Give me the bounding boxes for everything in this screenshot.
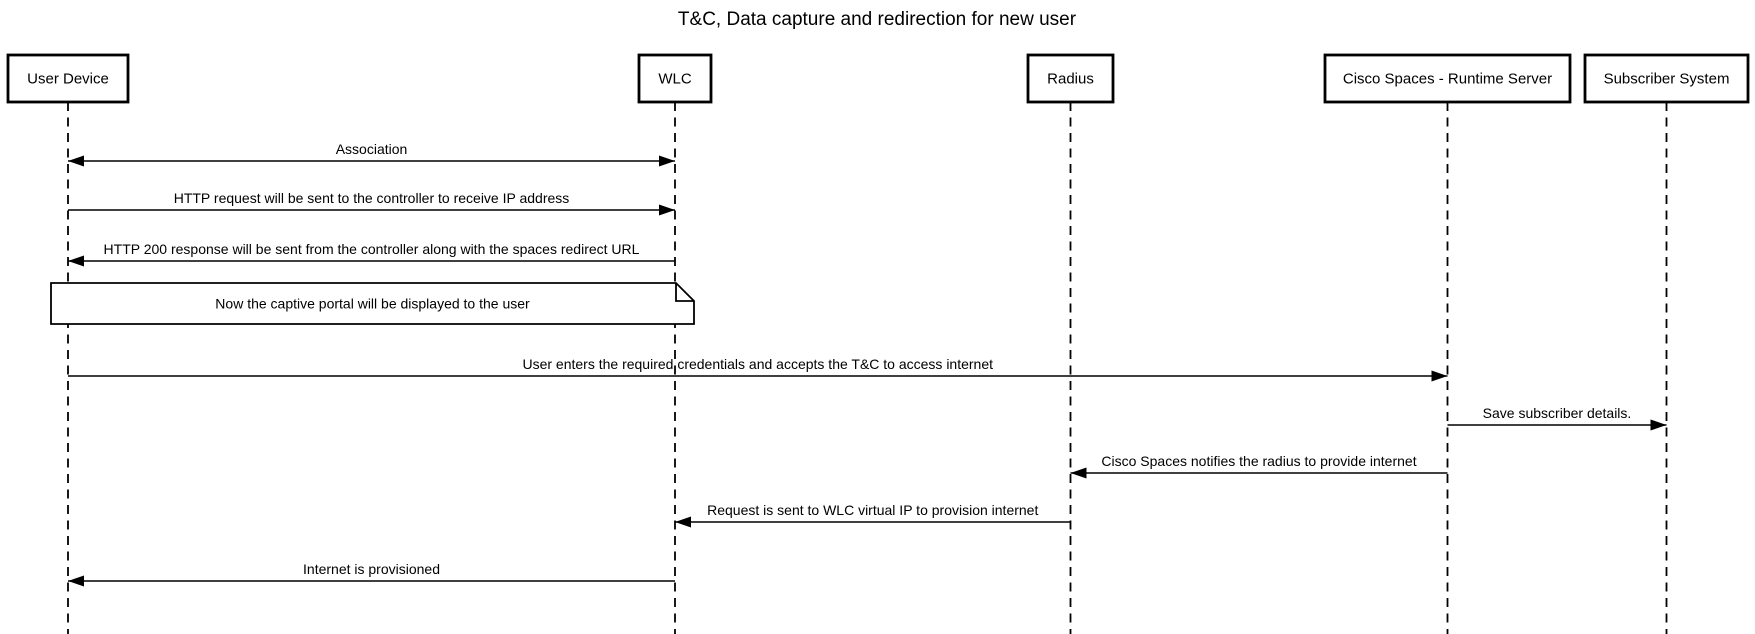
message-label: Internet is provisioned	[303, 561, 440, 577]
arrowhead	[675, 516, 691, 528]
arrowhead	[68, 155, 84, 167]
message-label: Cisco Spaces notifies the radius to prov…	[1101, 453, 1416, 469]
arrowhead	[68, 575, 84, 587]
participant-user_device: User Device	[6, 53, 130, 104]
participant-label-wlc: WLC	[658, 71, 692, 88]
message-label: HTTP request will be sent to the control…	[174, 190, 570, 206]
message: Cisco Spaces notifies the radius to prov…	[1070, 453, 1448, 479]
participant-label-cisco_spaces: Cisco Spaces - Runtime Server	[1343, 71, 1552, 88]
arrowhead	[68, 255, 84, 267]
participant-label-subscriber_system: Subscriber System	[1604, 71, 1730, 88]
participant-wlc: WLC	[637, 53, 713, 104]
arrowhead	[659, 204, 675, 216]
message-label: Association	[336, 141, 408, 157]
participant-box-subscriber_system	[1583, 53, 1750, 104]
message-label: User enters the required credentials and…	[522, 356, 993, 372]
message-label: HTTP 200 response will be sent from the …	[104, 241, 640, 257]
participant-box-cisco_spaces	[1323, 53, 1572, 104]
arrowhead	[659, 155, 675, 167]
participant-subscriber_system: Subscriber System	[1583, 53, 1750, 104]
note: Now the captive portal will be displayed…	[50, 282, 695, 325]
message-label: Request is sent to WLC virtual IP to pro…	[707, 502, 1038, 518]
message: Save subscriber details.	[1447, 405, 1667, 431]
note-box	[50, 282, 695, 325]
note-fold	[675, 283, 694, 302]
message: User enters the required credentials and…	[68, 356, 1448, 382]
message: Association	[68, 141, 675, 167]
message-label: Save subscriber details.	[1483, 405, 1632, 421]
arrowhead	[1431, 370, 1448, 382]
arrowhead	[1070, 467, 1087, 479]
message: Request is sent to WLC virtual IP to pro…	[675, 502, 1071, 528]
participant-box-radius	[1026, 53, 1115, 104]
participant-radius: Radius	[1026, 53, 1115, 104]
participant-box-wlc	[637, 53, 713, 104]
arrowhead	[1650, 419, 1667, 431]
message: HTTP request will be sent to the control…	[68, 190, 675, 216]
message: Internet is provisioned	[68, 561, 675, 587]
diagram-title: T&C, Data capture and redirection for ne…	[678, 9, 1077, 30]
message: HTTP 200 response will be sent from the …	[68, 241, 675, 267]
participant-cisco_spaces: Cisco Spaces - Runtime Server	[1323, 53, 1572, 104]
participant-label-radius: Radius	[1047, 71, 1094, 88]
participant-label-user_device: User Device	[27, 71, 109, 88]
participant-box-user_device	[6, 53, 130, 104]
note-label: Now the captive portal will be displayed…	[215, 296, 530, 312]
